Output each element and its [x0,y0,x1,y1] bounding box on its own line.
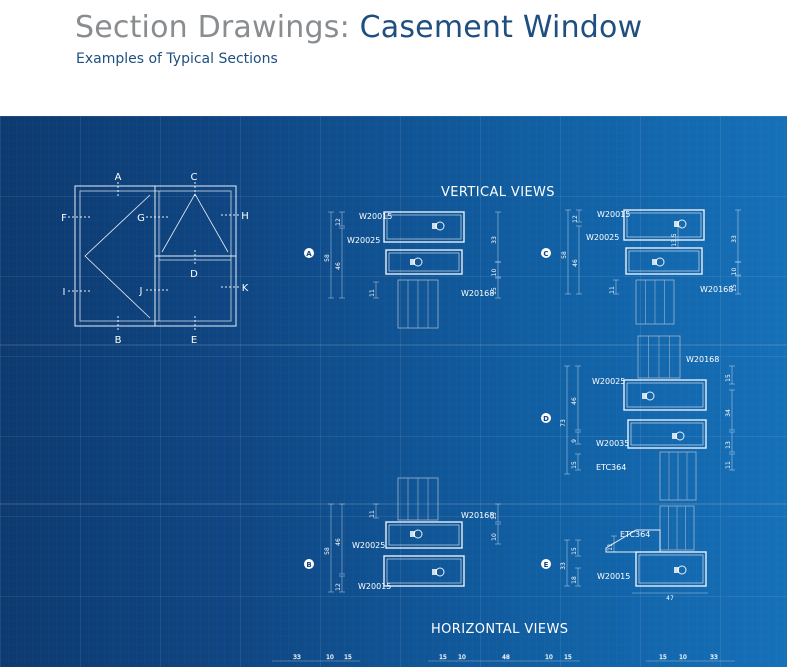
title-accent: Casement Window [359,10,643,45]
horizontal-views-label: HORIZONTAL VIEWS [431,622,569,637]
page-subtitle: Examples of Typical Sections [76,51,278,67]
page-title: Section Drawings: Casement Window [75,10,642,45]
title-prefix: Section Drawings: [75,10,360,45]
header: Section Drawings: Casement Window Exampl… [0,0,787,116]
vertical-views-label: VERTICAL VIEWS [441,185,555,200]
blueprint-grid [0,116,787,667]
blueprint-panel: VERTICAL VIEWS HORIZONTAL VIEWS [0,116,787,667]
